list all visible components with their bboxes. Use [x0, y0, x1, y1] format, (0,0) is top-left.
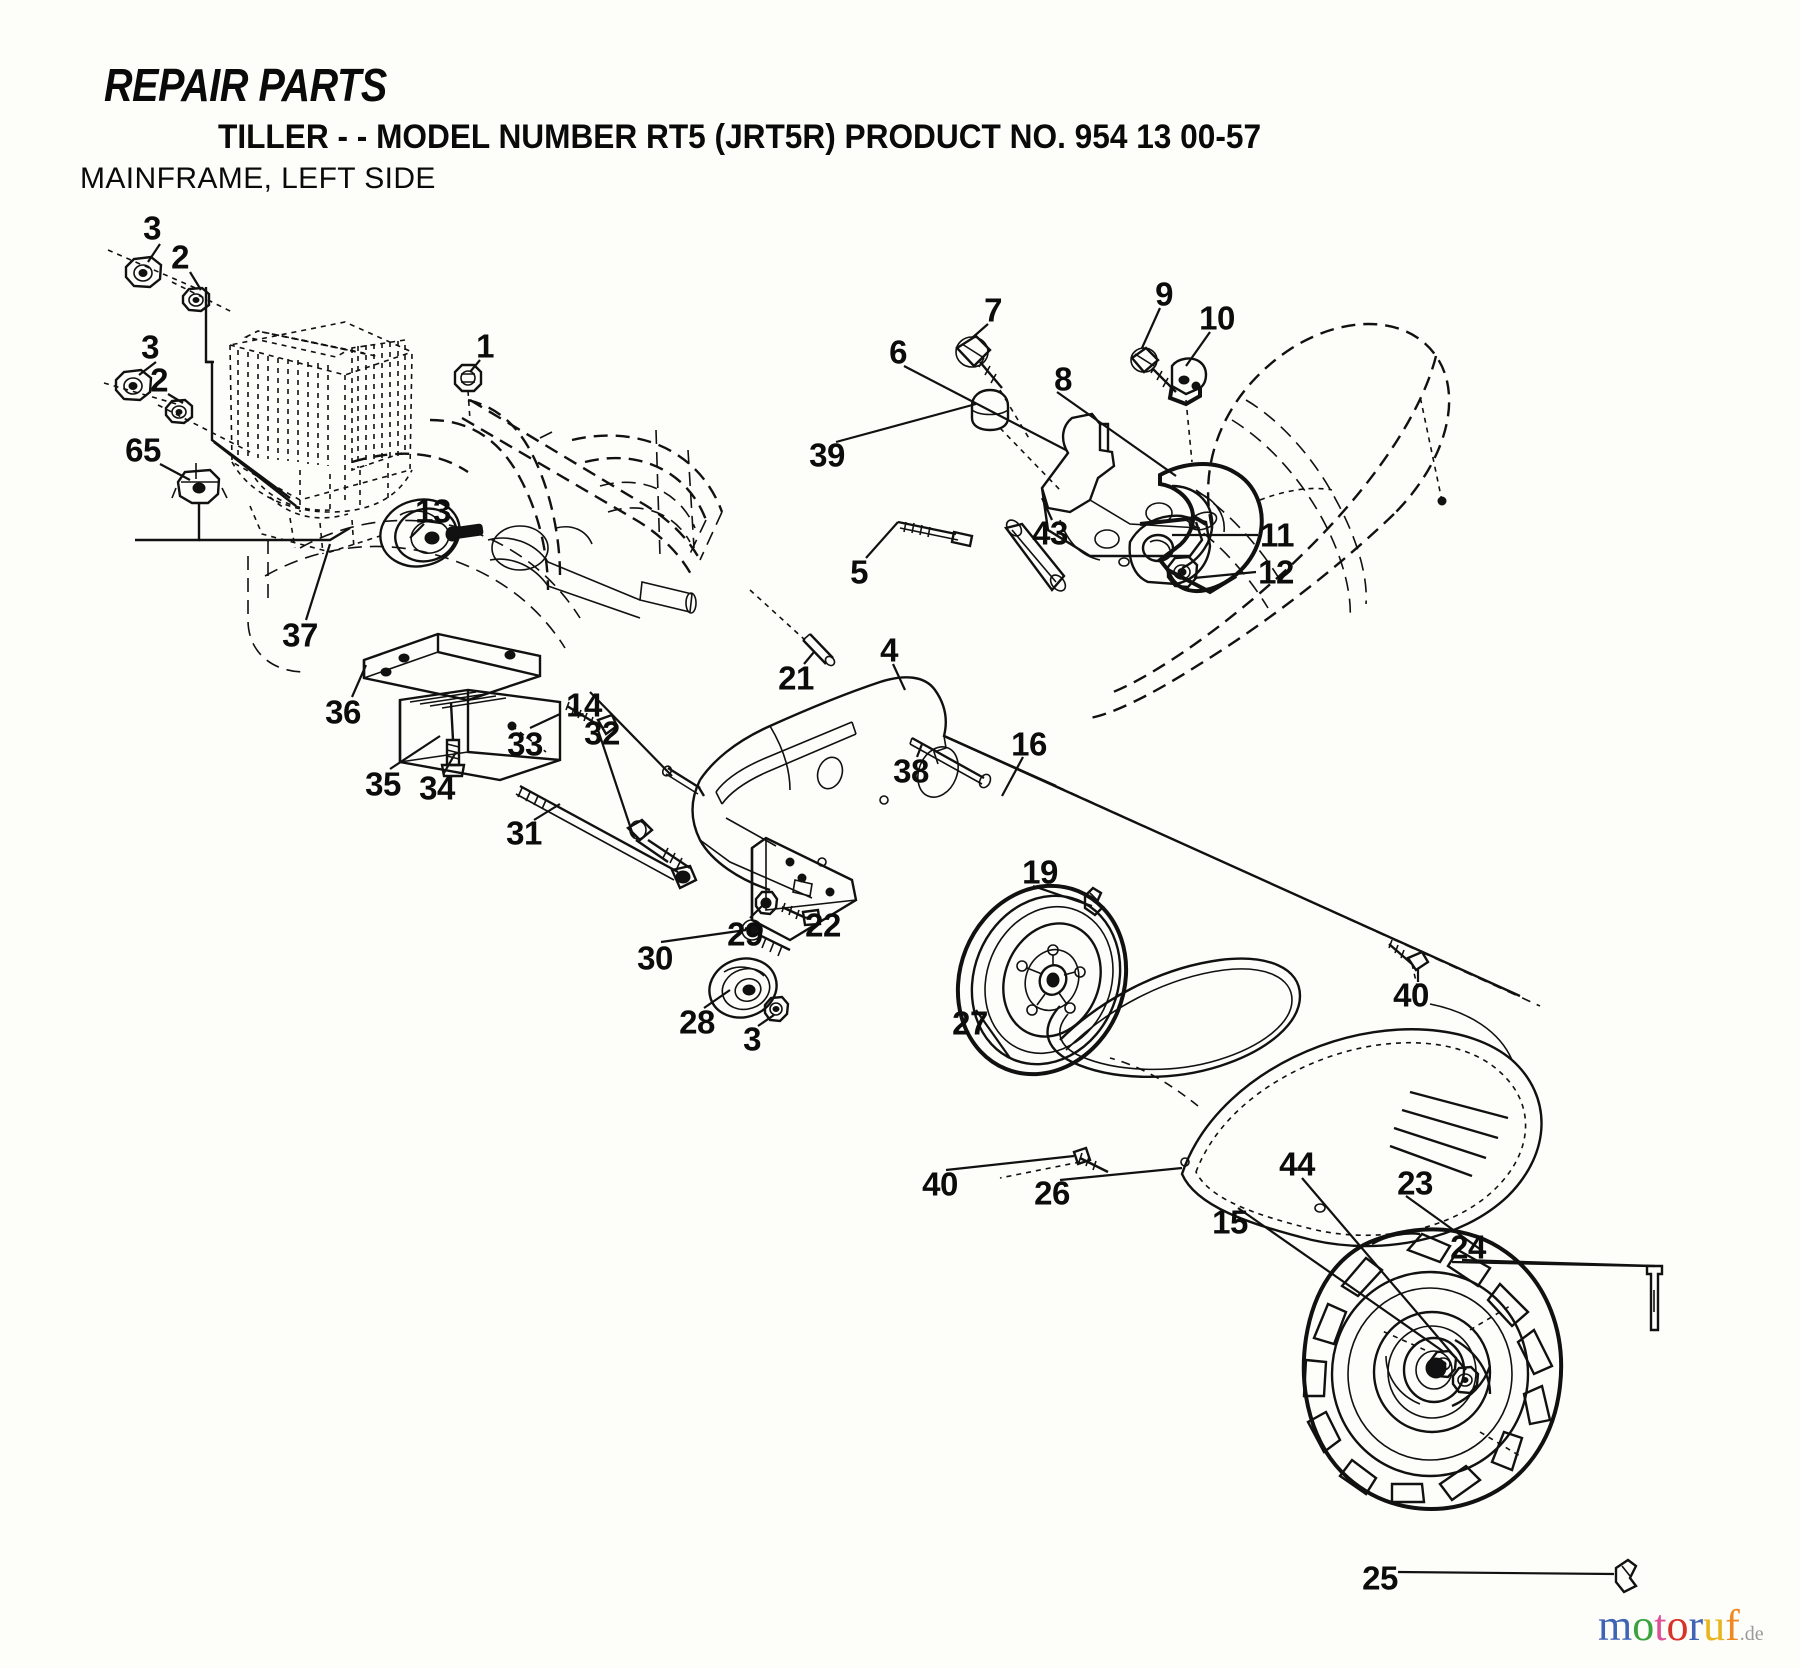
part-36-mount-bracket [364, 634, 540, 700]
model-number-line: TILLER - - MODEL NUMBER RT5 (JRT5R) PROD… [218, 118, 1262, 156]
callout-number-32: 32 [584, 714, 620, 752]
callout-number-35: 35 [365, 765, 401, 803]
callout-number-16: 16 [1011, 725, 1047, 763]
mainframe-housing-phantom [248, 400, 722, 672]
part-14-pin [661, 765, 704, 796]
callout-number-21: 21 [778, 659, 814, 697]
page-title: REPAIR PARTS [104, 59, 387, 111]
watermark-suffix: .de [1739, 1623, 1764, 1645]
callout-number-2: 2 [150, 361, 168, 399]
belt-guard-phantom [1090, 324, 1449, 718]
part-6-bracket [1042, 414, 1202, 566]
callout-number-24: 24 [1450, 1228, 1486, 1266]
section-title: MAINFRAME, LEFT SIDE [80, 162, 436, 195]
callout-number-33: 33 [507, 725, 543, 763]
part-32-shoulder-bolt [628, 820, 690, 868]
idler-bracket-assembly [702, 838, 856, 1026]
part-4-mainframe-side-plate [693, 677, 1541, 1006]
callout-number-27: 27 [952, 1004, 988, 1042]
part-35-bolt [442, 703, 464, 776]
callout-number-43: 43 [1032, 514, 1068, 552]
callout-number-29: 29 [727, 915, 763, 953]
callout-number-15: 15 [1212, 1203, 1248, 1241]
part-13-drive-pulley [373, 491, 483, 574]
callout-number-5: 5 [850, 553, 868, 591]
callout-number-3: 3 [143, 209, 161, 247]
callout-number-7: 7 [984, 291, 1002, 329]
callout-number-31: 31 [506, 814, 542, 852]
fasteners-3-2-upper [104, 250, 296, 506]
callout-number-10: 10 [1199, 299, 1235, 337]
callout-number-65: 65 [125, 431, 161, 469]
callout-number-28: 28 [679, 1003, 715, 1041]
watermark-letter-1: o [1632, 1601, 1655, 1650]
part-33-hex-bolt [566, 702, 617, 734]
callout-number-36: 36 [325, 693, 361, 731]
callout-number-14: 14 [566, 686, 602, 724]
callout-number-22: 22 [805, 906, 841, 944]
callout-number-19: 19 [1022, 853, 1058, 891]
callout-number-39: 39 [809, 436, 845, 474]
part-31-long-bolt [516, 786, 696, 888]
callout-number-25: 25 [1362, 1559, 1398, 1597]
callout-number-6: 6 [889, 333, 907, 371]
watermark-letter-2: t [1654, 1601, 1667, 1650]
part-23-wheel-tire [1304, 1229, 1561, 1509]
part-1-nut [455, 365, 481, 420]
part-25-cotter-pin [1616, 1560, 1636, 1592]
callout-leader-lines [139, 244, 1655, 1574]
part-43-spacer [1004, 517, 1069, 594]
part-16-pulley [930, 860, 1154, 1099]
part-9-screw [1131, 348, 1176, 392]
site-watermark: motoruf.de [1598, 1604, 1764, 1648]
engine-assembly-phantom [230, 322, 412, 554]
callout-number-40: 40 [922, 1165, 958, 1203]
callout-number-8: 8 [1054, 360, 1072, 398]
watermark-letter-3: o [1666, 1601, 1689, 1650]
callout-number-34: 34 [419, 769, 455, 807]
part-26-belt-cover [1110, 1004, 1542, 1246]
callout-number-23: 23 [1397, 1164, 1433, 1202]
part-21-dowel-pin [750, 590, 836, 667]
callout-number-3: 3 [141, 328, 159, 366]
part-65-retainer [135, 463, 350, 540]
callout-number-30: 30 [637, 939, 673, 977]
watermark-letter-4: r [1688, 1601, 1704, 1650]
part-10-clip [1170, 359, 1206, 404]
callout-number-40: 40 [1393, 976, 1429, 1014]
callout-number-37: 37 [282, 616, 318, 654]
watermark-letter-5: u [1703, 1601, 1726, 1650]
callout-number-44: 44 [1279, 1145, 1315, 1183]
callout-number-2: 2 [171, 238, 189, 276]
callout-number-9: 9 [1155, 275, 1173, 313]
part-38-bolt [910, 738, 993, 790]
part-19-key [1085, 888, 1103, 915]
watermark-letter-6: f [1725, 1601, 1740, 1650]
part-40-bolts [1000, 940, 1428, 1178]
callout-number-13: 13 [415, 492, 451, 530]
callout-number-38: 38 [893, 752, 929, 790]
part-27-v-belt [1048, 959, 1301, 1077]
callout-number-12: 12 [1258, 553, 1294, 591]
part-39-spacer [972, 390, 1060, 490]
part-24-pin [1452, 1262, 1662, 1330]
callout-number-1: 1 [476, 327, 494, 365]
watermark-letter-0: m [1598, 1601, 1633, 1650]
callout-number-11: 11 [1260, 516, 1294, 554]
callout-number-3: 3 [743, 1020, 761, 1058]
callout-number-26: 26 [1034, 1174, 1070, 1212]
callout-number-4: 4 [880, 631, 898, 669]
part-5-bolt [898, 522, 972, 546]
